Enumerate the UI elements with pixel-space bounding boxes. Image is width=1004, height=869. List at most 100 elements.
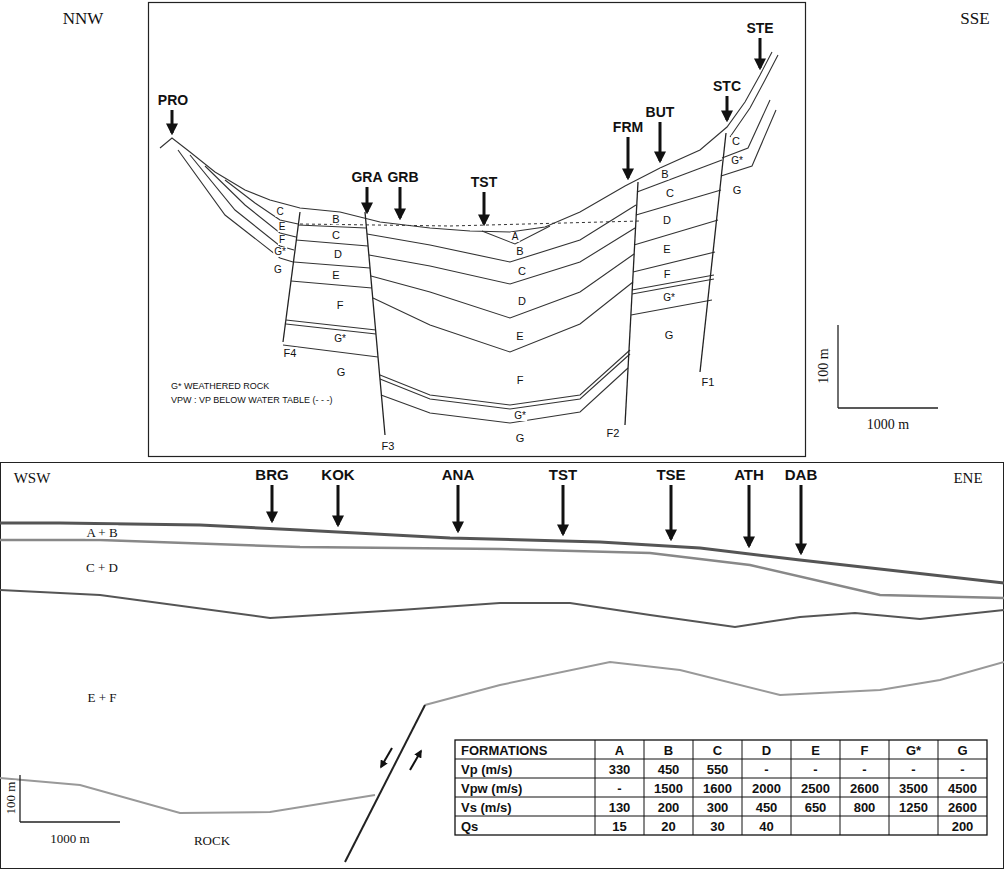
table-cell: 650: [804, 800, 828, 813]
table-rule: [595, 740, 596, 835]
table-rule: [455, 797, 987, 798]
table-rule: [455, 778, 987, 779]
table-cell: 450: [755, 800, 779, 813]
station-label: FRM: [612, 120, 644, 134]
station-arrows: [172, 38, 760, 224]
table-rule: [742, 740, 743, 835]
table-cell: F: [860, 743, 870, 756]
layer-letter: E: [278, 222, 287, 232]
table-cell: 550: [706, 762, 730, 775]
table-cell: B: [663, 743, 674, 756]
station-label: TST: [470, 175, 498, 189]
station-label: ANA: [441, 467, 476, 482]
table-cell: 20: [660, 819, 676, 832]
scale-label: 100 m: [817, 347, 831, 384]
station-label: ATH: [733, 467, 765, 482]
table-cell: FORMATIONS: [460, 743, 548, 756]
layer-boundary: [0, 590, 1004, 627]
table-cell: 2600: [947, 800, 978, 813]
unit-label: ROCK: [193, 834, 231, 847]
table-cell: 40: [758, 819, 774, 832]
layer-boundary: [0, 540, 1004, 598]
rock-surface: [425, 662, 1004, 705]
layer-letter: E: [331, 270, 340, 281]
station-label: TSE: [655, 467, 686, 482]
table-cell: 130: [608, 800, 632, 813]
direction-label: WSW: [13, 471, 52, 486]
layer-letter: G: [732, 185, 743, 196]
scale-bar: [838, 325, 938, 408]
table-cell: -: [910, 762, 916, 775]
table-cell: 200: [951, 819, 975, 832]
unit-label: E + F: [86, 691, 117, 704]
scale-label: 1000 m: [49, 832, 90, 845]
table-frame: [455, 740, 987, 835]
table-rule: [455, 816, 987, 817]
station-label: KOK: [320, 467, 355, 482]
table-cell: 2600: [849, 781, 880, 794]
table-cell: 1250: [898, 800, 929, 813]
table-cell: -: [959, 762, 965, 775]
layer-letter: F: [516, 375, 525, 386]
layer-letter: D: [662, 215, 672, 226]
station-label: GRA: [350, 170, 383, 184]
table-cell: G: [956, 743, 968, 756]
table-cell: Qs: [460, 819, 479, 832]
table-rule: [644, 740, 645, 835]
unit-label: A + B: [85, 526, 118, 539]
layer-letter: F: [278, 235, 286, 245]
layer-letter: G: [273, 265, 283, 275]
table-cell: -: [616, 781, 622, 794]
layer-letter: B: [660, 169, 669, 180]
station-label: GRB: [386, 170, 419, 184]
layer-letter: C: [665, 188, 675, 199]
fault-label: F2: [606, 428, 621, 439]
table-cell: 300: [706, 800, 730, 813]
table-cell: -: [763, 762, 769, 775]
layer-letter: D: [333, 249, 343, 260]
table-cell: A: [614, 743, 625, 756]
station-label: STE: [745, 21, 774, 35]
station-label: PRO: [157, 93, 189, 107]
station-label: STC: [712, 79, 742, 93]
table-cell: 330: [608, 762, 632, 775]
layer-letter: G*: [513, 411, 527, 421]
table-rule: [693, 740, 694, 835]
table-rule: [791, 740, 792, 835]
fault-line: [345, 705, 425, 862]
table-cell: G*: [905, 743, 922, 756]
layer-letter: C: [731, 136, 741, 147]
water-table: [300, 221, 640, 226]
unit-label: C + D: [85, 561, 119, 574]
table-cell: Vs (m/s): [460, 800, 513, 813]
direction-label: ENE: [952, 471, 983, 486]
layer-letter: E: [515, 331, 524, 342]
ground-surface: [0, 523, 1004, 583]
table-cell: 800: [853, 800, 877, 813]
scale-bar: [20, 775, 120, 822]
table-cell: -: [861, 762, 867, 775]
layer-letter: G*: [662, 293, 676, 303]
layer-letter: G*: [333, 334, 347, 344]
table-cell: 1600: [702, 781, 733, 794]
table-rule: [455, 759, 987, 760]
fault-lines: [283, 133, 726, 435]
fault-label: F3: [381, 441, 396, 452]
table-rule: [840, 740, 841, 835]
scale-label: 100 m: [4, 781, 17, 816]
table-cell: 4500: [947, 781, 978, 794]
scale-label: 1000 m: [866, 418, 910, 432]
table-cell: Vp (m/s): [460, 762, 513, 775]
table-cell: D: [761, 743, 772, 756]
table-cell: 450: [657, 762, 681, 775]
layer-letter: G*: [273, 247, 287, 257]
panel-frame: [1, 463, 1004, 869]
direction-label: NNW: [62, 10, 105, 27]
legend-note: VPW : VP BELOW WATER TABLE (- - -): [170, 396, 334, 405]
direction-label: SSE: [959, 10, 990, 27]
layer-letter: D: [517, 296, 527, 307]
fault-label: F1: [701, 377, 716, 388]
station-label: BUT: [645, 105, 676, 119]
